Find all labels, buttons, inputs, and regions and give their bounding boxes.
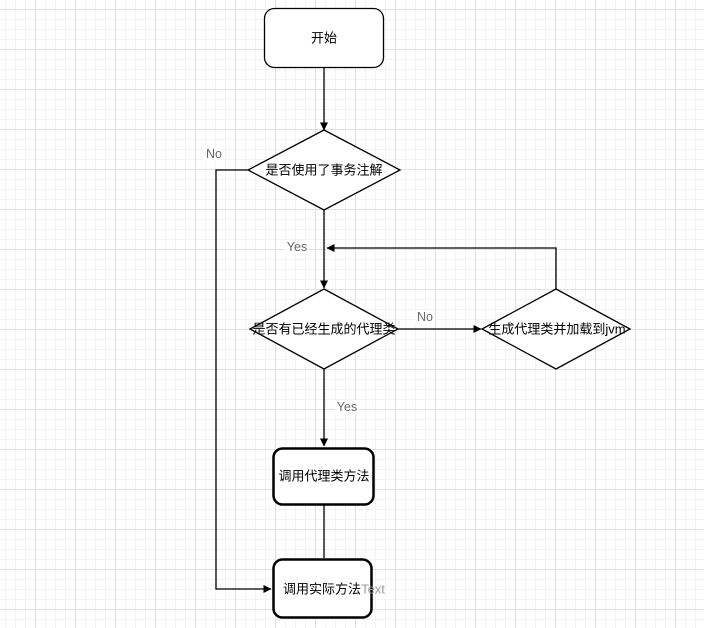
edge-label-annotation-yes[interactable]: Yes	[284, 240, 310, 254]
placeholder-text-label[interactable]: Text	[361, 581, 385, 597]
edge-label-proxy-yes[interactable]: Yes	[334, 400, 360, 414]
node-generate-proxy[interactable]	[480, 288, 632, 370]
check-annotation-node-label[interactable]: 是否使用了事务注解	[265, 162, 383, 178]
generate-proxy-node-label[interactable]: 生成代理类并加载到jvm	[488, 321, 626, 337]
node-check-annotation[interactable]	[246, 129, 402, 211]
node-call-actual[interactable]	[272, 558, 373, 619]
check-proxy-node-label[interactable]: 是否有已经生成的代理类	[252, 321, 396, 337]
edge-generate-proxy-back-to-check-proxy[interactable]	[326, 244, 557, 289]
edge-check-annotation-no-to-call-actual[interactable]	[215, 169, 272, 593]
edge-label-annotation-no[interactable]: No	[204, 147, 224, 161]
edge-label-proxy-no[interactable]: No	[415, 310, 435, 324]
call-proxy-node-label[interactable]: 调用代理类方法	[278, 468, 370, 484]
node-start[interactable]	[263, 7, 385, 69]
start-node-label[interactable]: 开始	[310, 30, 338, 46]
call-actual-node-label[interactable]: 调用实际方法	[282, 581, 362, 597]
node-check-proxy[interactable]	[248, 288, 400, 370]
node-call-proxy[interactable]	[272, 447, 375, 506]
